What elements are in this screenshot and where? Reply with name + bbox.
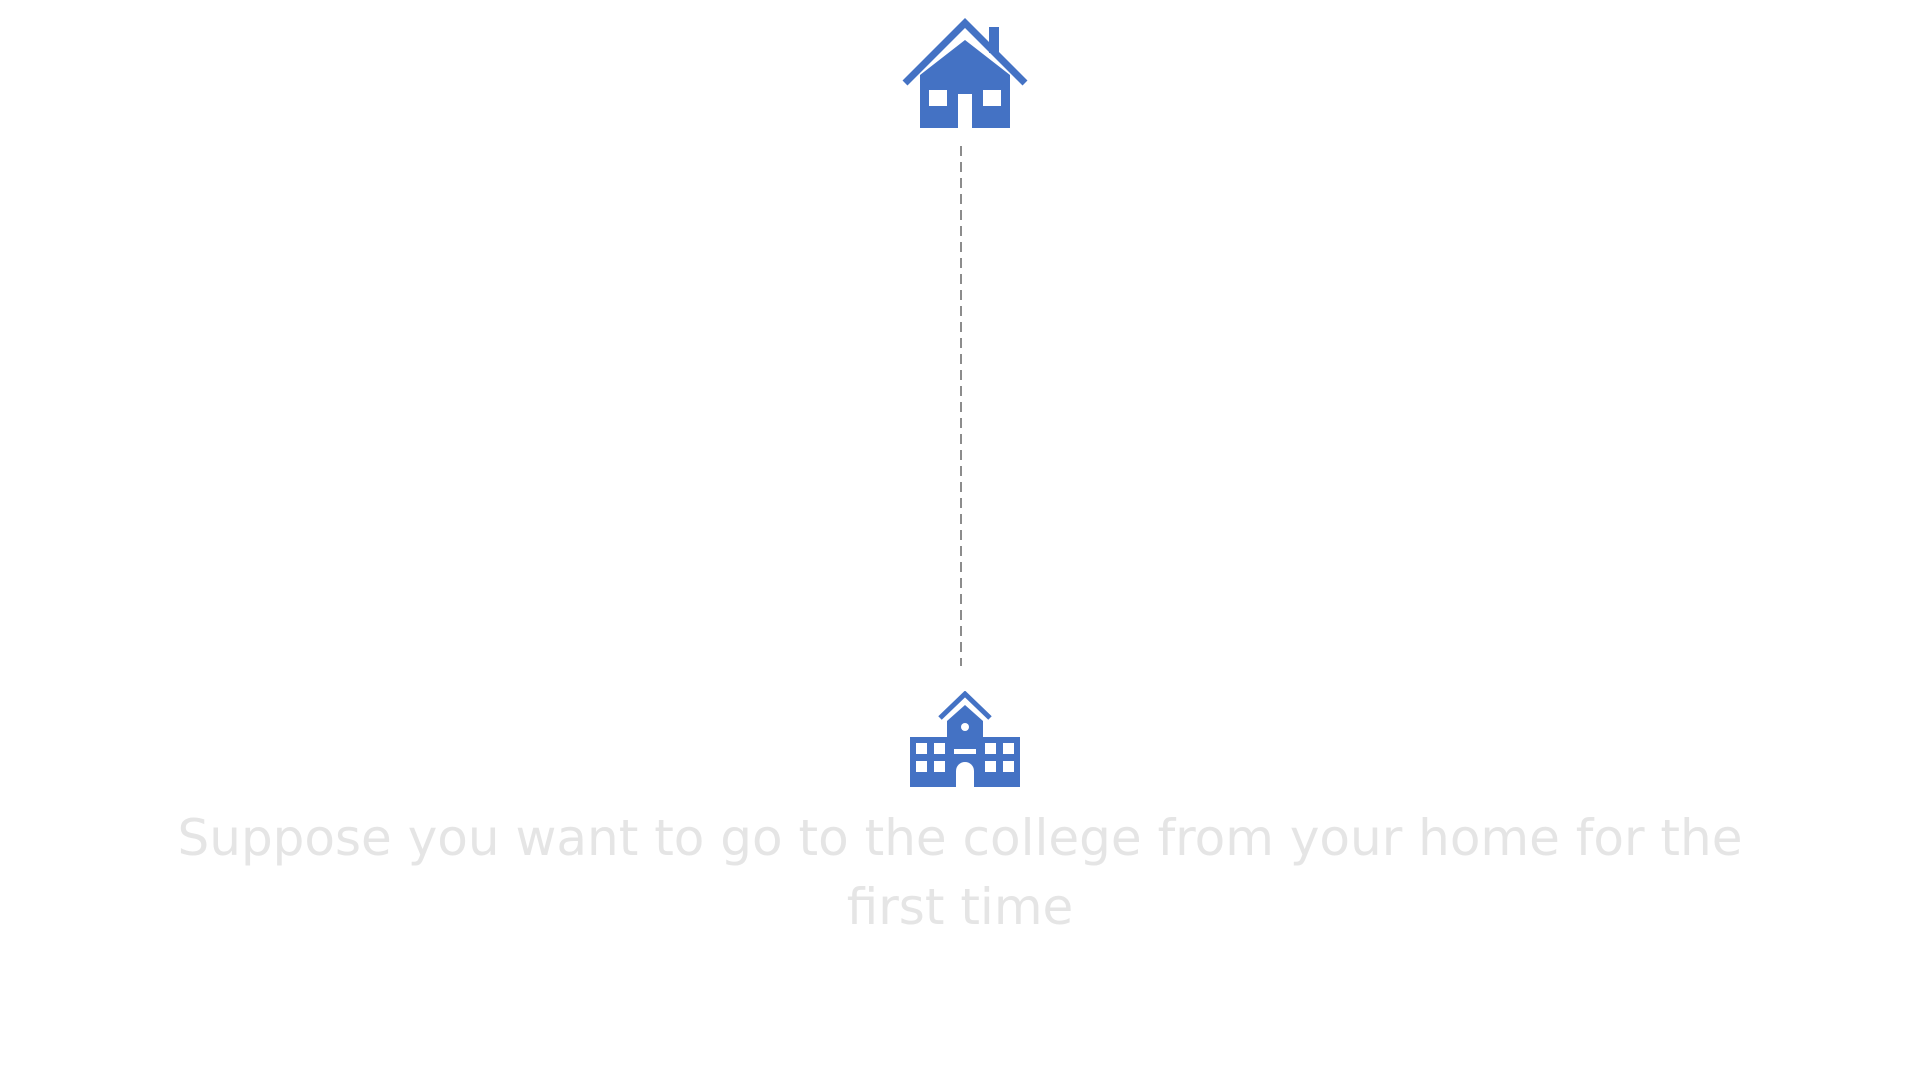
route-dashed-line: [960, 146, 962, 666]
slide-caption: Suppose you want to go to the college fr…: [177, 809, 1743, 936]
college-building-icon: [910, 691, 1020, 787]
house-icon: [902, 18, 1028, 128]
